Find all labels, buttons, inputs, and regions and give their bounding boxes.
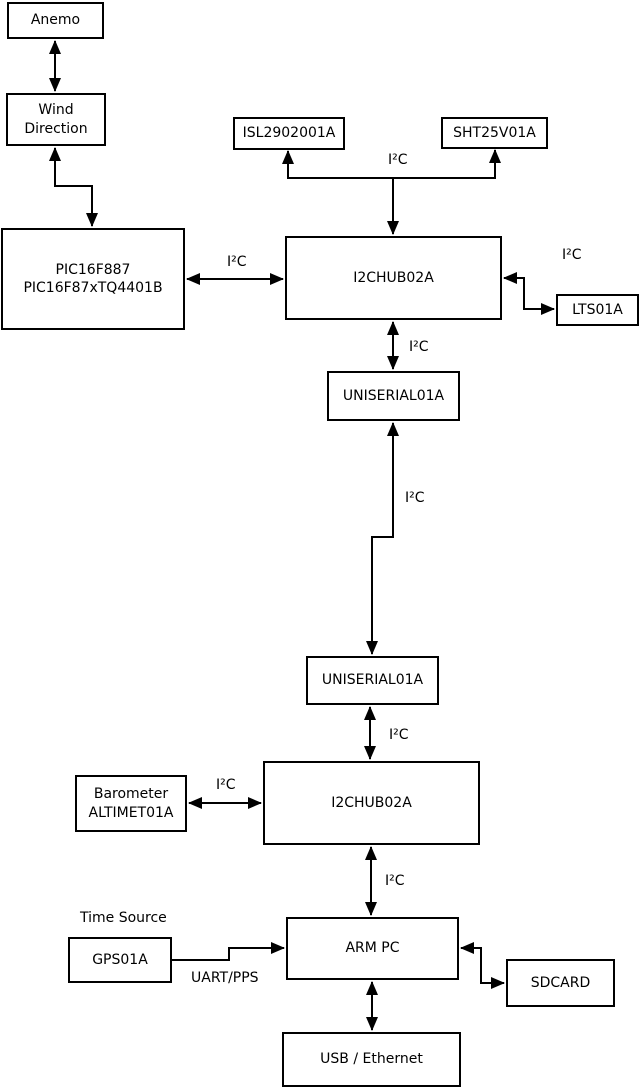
node-lts01a-label: LTS01A <box>572 301 623 318</box>
edge-label-i2c-hub2-armpc: I²C <box>385 873 405 889</box>
edge-uniserial1-uniserial2 <box>366 422 399 655</box>
edge-label-uart-pps: UART/PPS <box>191 970 259 986</box>
node-wind-direction-label: Wind Direction <box>24 102 88 137</box>
edge-label-i2c-barometer-hub2: I²C <box>216 777 236 793</box>
node-pic16f887: PIC16F887 PIC16F87xTQ4401B <box>1 228 185 330</box>
node-uniserial01a-2: UNISERIAL01A <box>306 656 439 705</box>
edge-label-i2c-sensors: I²C <box>388 152 408 168</box>
node-gps01a: GPS01A <box>68 937 172 983</box>
edge-armpc-sdcard <box>460 942 505 989</box>
edge-gps-armpc <box>172 942 285 961</box>
node-arm-pc-label: ARM PC <box>345 940 400 957</box>
node-usb-ethernet: USB / Ethernet <box>282 1032 461 1087</box>
node-sdcard-label: SDCARD <box>530 974 591 991</box>
edge-winddirection-pic <box>49 147 98 227</box>
node-sht25v01a-label: SHT25V01A <box>453 124 536 141</box>
edge-label-i2c-hub1-lts: I²C <box>562 247 582 263</box>
node-lts01a: LTS01A <box>556 294 639 326</box>
node-i2chub02a-1-label: I2CHUB02A <box>353 269 434 286</box>
node-barometer-altimet01a: Barometer ALTIMET01A <box>75 775 187 832</box>
edge-label-i2c-hub1-uniserial1: I²C <box>409 339 429 355</box>
node-anemo-label: Anemo <box>30 12 81 29</box>
node-uniserial01a-2-label: UNISERIAL01A <box>321 672 424 689</box>
node-uniserial01a-1: UNISERIAL01A <box>327 371 460 421</box>
node-gps01a-label: GPS01A <box>92 951 148 968</box>
node-i2chub02a-1: I2CHUB02A <box>285 236 502 320</box>
node-sdcard: SDCARD <box>506 959 615 1007</box>
node-isl2902001a: ISL2902001A <box>233 117 345 150</box>
edge-label-time-source: Time Source <box>80 910 167 926</box>
node-wind-direction: Wind Direction <box>6 93 106 146</box>
node-barometer-altimet01a-label: Barometer ALTIMET01A <box>88 786 174 821</box>
node-anemo: Anemo <box>7 2 104 39</box>
edge-hub1-sensors-split <box>282 149 501 179</box>
node-i2chub02a-2-label: I2CHUB02A <box>331 794 412 811</box>
edge-label-i2c-pic-hub1: I²C <box>227 254 247 270</box>
node-i2chub02a-2: I2CHUB02A <box>263 761 480 845</box>
edge-label-i2c-uniserial-link: I²C <box>405 490 425 506</box>
node-arm-pc: ARM PC <box>286 917 459 980</box>
edge-hub1-lts <box>503 272 555 315</box>
node-uniserial01a-1-label: UNISERIAL01A <box>342 387 445 404</box>
node-usb-ethernet-label: USB / Ethernet <box>320 1051 423 1068</box>
node-pic16f887-label: PIC16F887 PIC16F87xTQ4401B <box>23 261 163 296</box>
node-isl2902001a-label: ISL2902001A <box>242 125 336 142</box>
node-sht25v01a: SHT25V01A <box>441 117 548 149</box>
edge-label-i2c-uniserial2-hub2: I²C <box>389 727 409 743</box>
